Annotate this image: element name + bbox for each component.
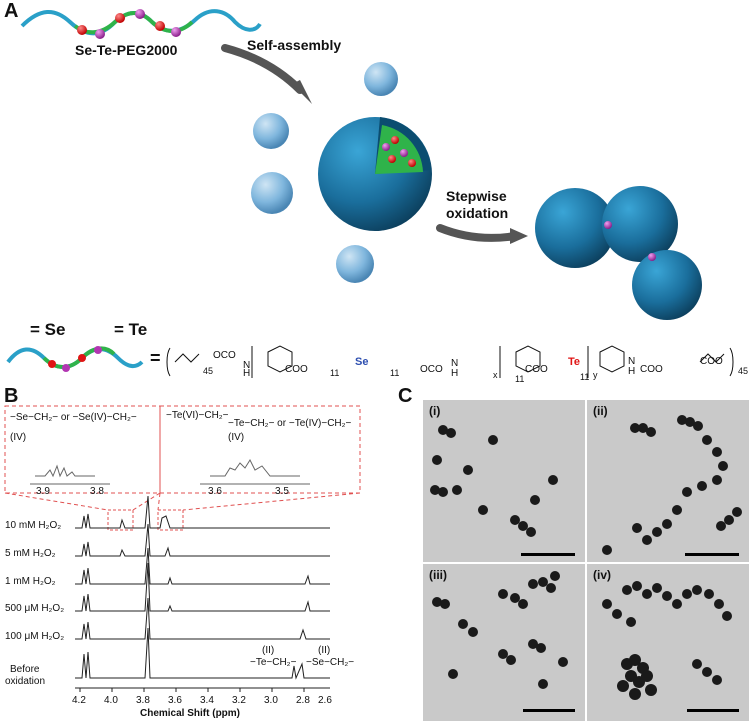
x-tick: 3.6	[168, 695, 182, 706]
tem-image-i: (i)	[423, 400, 585, 562]
formula-text: N	[451, 358, 459, 369]
inset1-tick: 3.9	[36, 486, 50, 497]
inset1-label: (IV)	[10, 432, 27, 443]
micelle-cross-section	[318, 117, 432, 231]
peak-label: (II)	[262, 645, 275, 656]
formula-text: H	[451, 368, 459, 379]
polymer-chain-top	[20, 9, 262, 39]
inset2-tick: 3.6	[208, 486, 222, 497]
nmr-spectra	[4, 405, 361, 692]
arrow-self-assembly	[221, 44, 304, 94]
formula-sub: 45	[738, 366, 749, 376]
inset2-label: −Te−CH₂− or −Te(IV)−CH₂−	[228, 418, 352, 429]
tem-label-i: (i)	[429, 404, 441, 418]
x-tick: 4.2	[72, 695, 86, 706]
arrow-oxidation	[436, 224, 519, 242]
self-assembly-label: Self-assembly	[247, 37, 342, 53]
panel-c-letter: C	[398, 385, 413, 407]
free-micelle	[251, 172, 293, 214]
x-tick: 2.8	[296, 695, 310, 706]
x-tick: 3.0	[264, 695, 278, 706]
polymer-structure	[6, 345, 734, 378]
inset2-label: (IV)	[228, 432, 245, 443]
x-tick: 3.4	[200, 695, 214, 706]
formula-sub: 11	[330, 368, 340, 378]
peak-label: (II)	[318, 645, 331, 656]
formula-text: N	[628, 356, 636, 367]
trace-label: oxidation	[5, 676, 46, 687]
stepwise-label: Stepwise	[446, 188, 507, 204]
trace-label: 5 mM H₂O₂	[5, 548, 56, 559]
x-tick: 3.2	[232, 695, 246, 706]
oxidation-label: oxidation	[446, 205, 509, 221]
trace-label: Before	[10, 664, 40, 675]
tem-label-iv: (iv)	[593, 568, 611, 582]
formula-text: COO	[525, 364, 548, 375]
scale-bar	[523, 709, 575, 712]
x-tick: 4.0	[104, 695, 118, 706]
free-micelle	[336, 245, 374, 283]
formula-text: COO	[640, 364, 663, 375]
x-axis-label: Chemical Shift (ppm)	[140, 708, 241, 719]
trace-label: 1 mM H₂O₂	[5, 576, 56, 587]
tem-label-ii: (ii)	[593, 404, 608, 418]
inset1-label: −Se−CH₂− or −Se(IV)−CH₂−	[10, 412, 137, 423]
tem-label-iii: (iii)	[429, 568, 447, 582]
inset2-tick: 3.5	[275, 486, 289, 497]
inset2-label: −Te(VI)−CH₂−	[166, 410, 229, 421]
panel-a-letter: A	[4, 0, 19, 22]
legend-te-label: = Te	[114, 320, 148, 339]
scale-bar	[685, 553, 739, 556]
x-tick: 2.6	[318, 695, 332, 706]
formula-sub: x	[493, 370, 498, 380]
trace-label: 100 μM H₂O₂	[5, 631, 65, 642]
formula-equals: =	[150, 348, 161, 368]
formula-text: N	[243, 360, 251, 371]
tem-image-iv: (iv)	[587, 564, 749, 721]
tem-image-iii: (iii)	[423, 564, 585, 721]
formula-text: COO	[700, 356, 723, 367]
formula-text: H	[628, 366, 636, 377]
tem-image-ii: (ii)	[587, 400, 749, 562]
scale-bar	[687, 709, 739, 712]
aggregated-micelles	[535, 186, 702, 320]
scale-bar	[521, 553, 575, 556]
inset1-tick: 3.8	[90, 486, 104, 497]
free-micelle	[364, 62, 398, 96]
formula-sub: 11	[515, 374, 525, 384]
trace-label: 500 μM H₂O₂	[5, 603, 65, 614]
panel-b-letter: B	[4, 385, 19, 407]
panel-a-illustration	[20, 9, 702, 320]
x-tick: 3.8	[136, 695, 150, 706]
peak-label: −Se−CH₂−	[306, 657, 355, 668]
free-micelle	[253, 113, 289, 149]
formula-te: Te	[568, 356, 581, 368]
formula-sub: 11	[580, 372, 590, 382]
formula-text: OCO	[213, 350, 236, 361]
formula-sub: 11	[390, 368, 400, 378]
peak-label: −Te−CH₂−	[250, 657, 297, 668]
formula-text: OCO	[420, 364, 443, 375]
formula-sub: y	[593, 370, 598, 380]
legend-se-label: = Se	[30, 320, 66, 339]
formula-text: COO	[285, 364, 308, 375]
formula-se: Se	[355, 356, 369, 368]
trace-label: 10 mM H₂O₂	[5, 520, 62, 531]
formula-text: H	[243, 368, 251, 379]
polymer-label: Se-Te-PEG2000	[75, 42, 178, 58]
formula-sub: 45	[203, 366, 214, 376]
